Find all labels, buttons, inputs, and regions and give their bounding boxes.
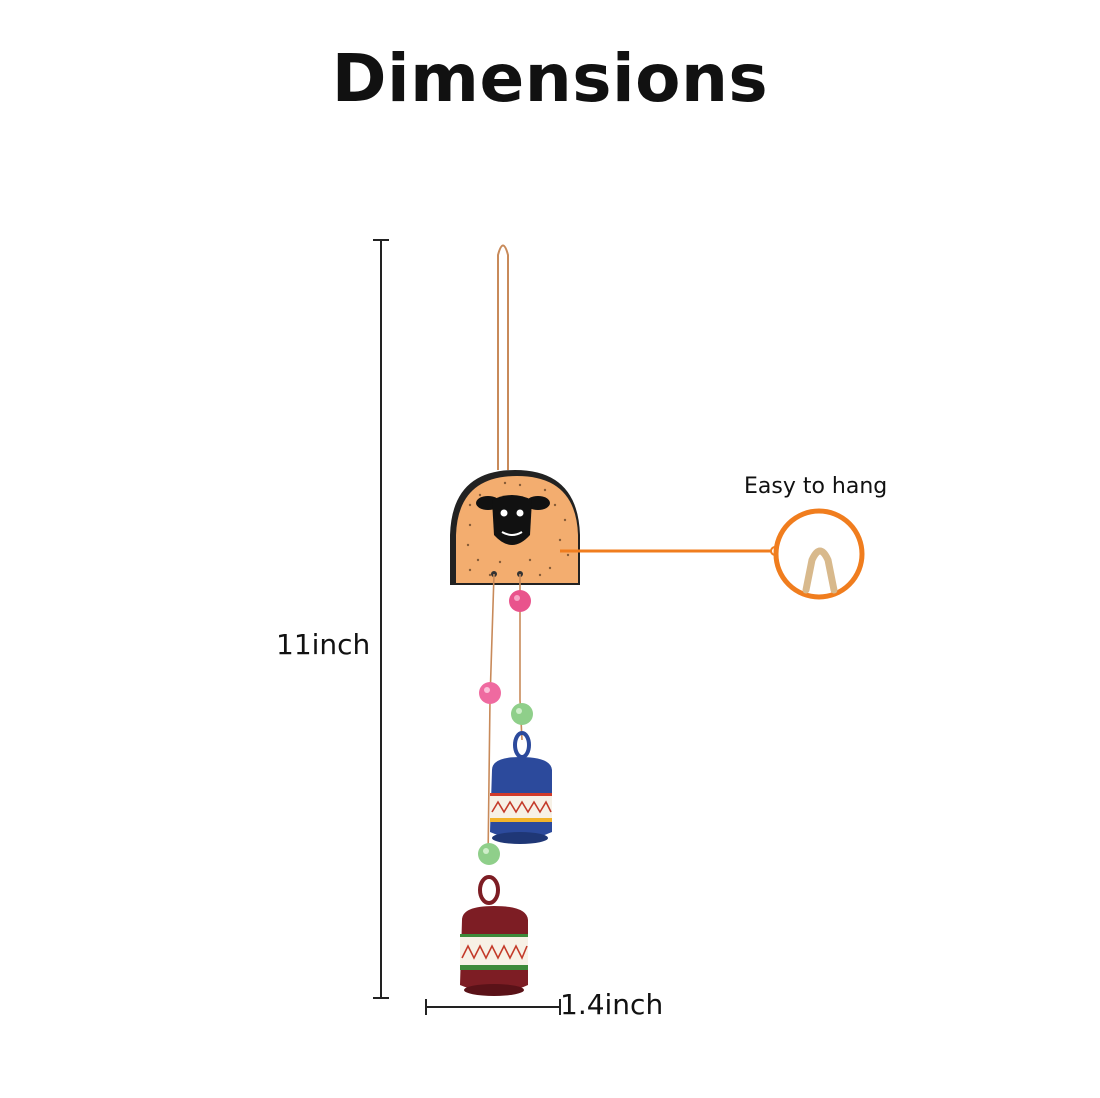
blue-bell bbox=[490, 731, 552, 844]
hanging-loop-callout bbox=[560, 508, 865, 600]
width-dimension-line bbox=[425, 999, 561, 1015]
height-dimension-line bbox=[373, 239, 389, 999]
beads bbox=[478, 590, 533, 865]
height-label: 11inch bbox=[276, 628, 371, 661]
maroon-bell bbox=[460, 875, 528, 996]
width-label: 1.4inch bbox=[560, 988, 664, 1021]
easy-to-hang-label: Easy to hang bbox=[744, 474, 888, 499]
sheep-plaque bbox=[450, 470, 580, 585]
page-title: Dimensions bbox=[331, 40, 769, 117]
hanging-cord bbox=[497, 244, 509, 470]
